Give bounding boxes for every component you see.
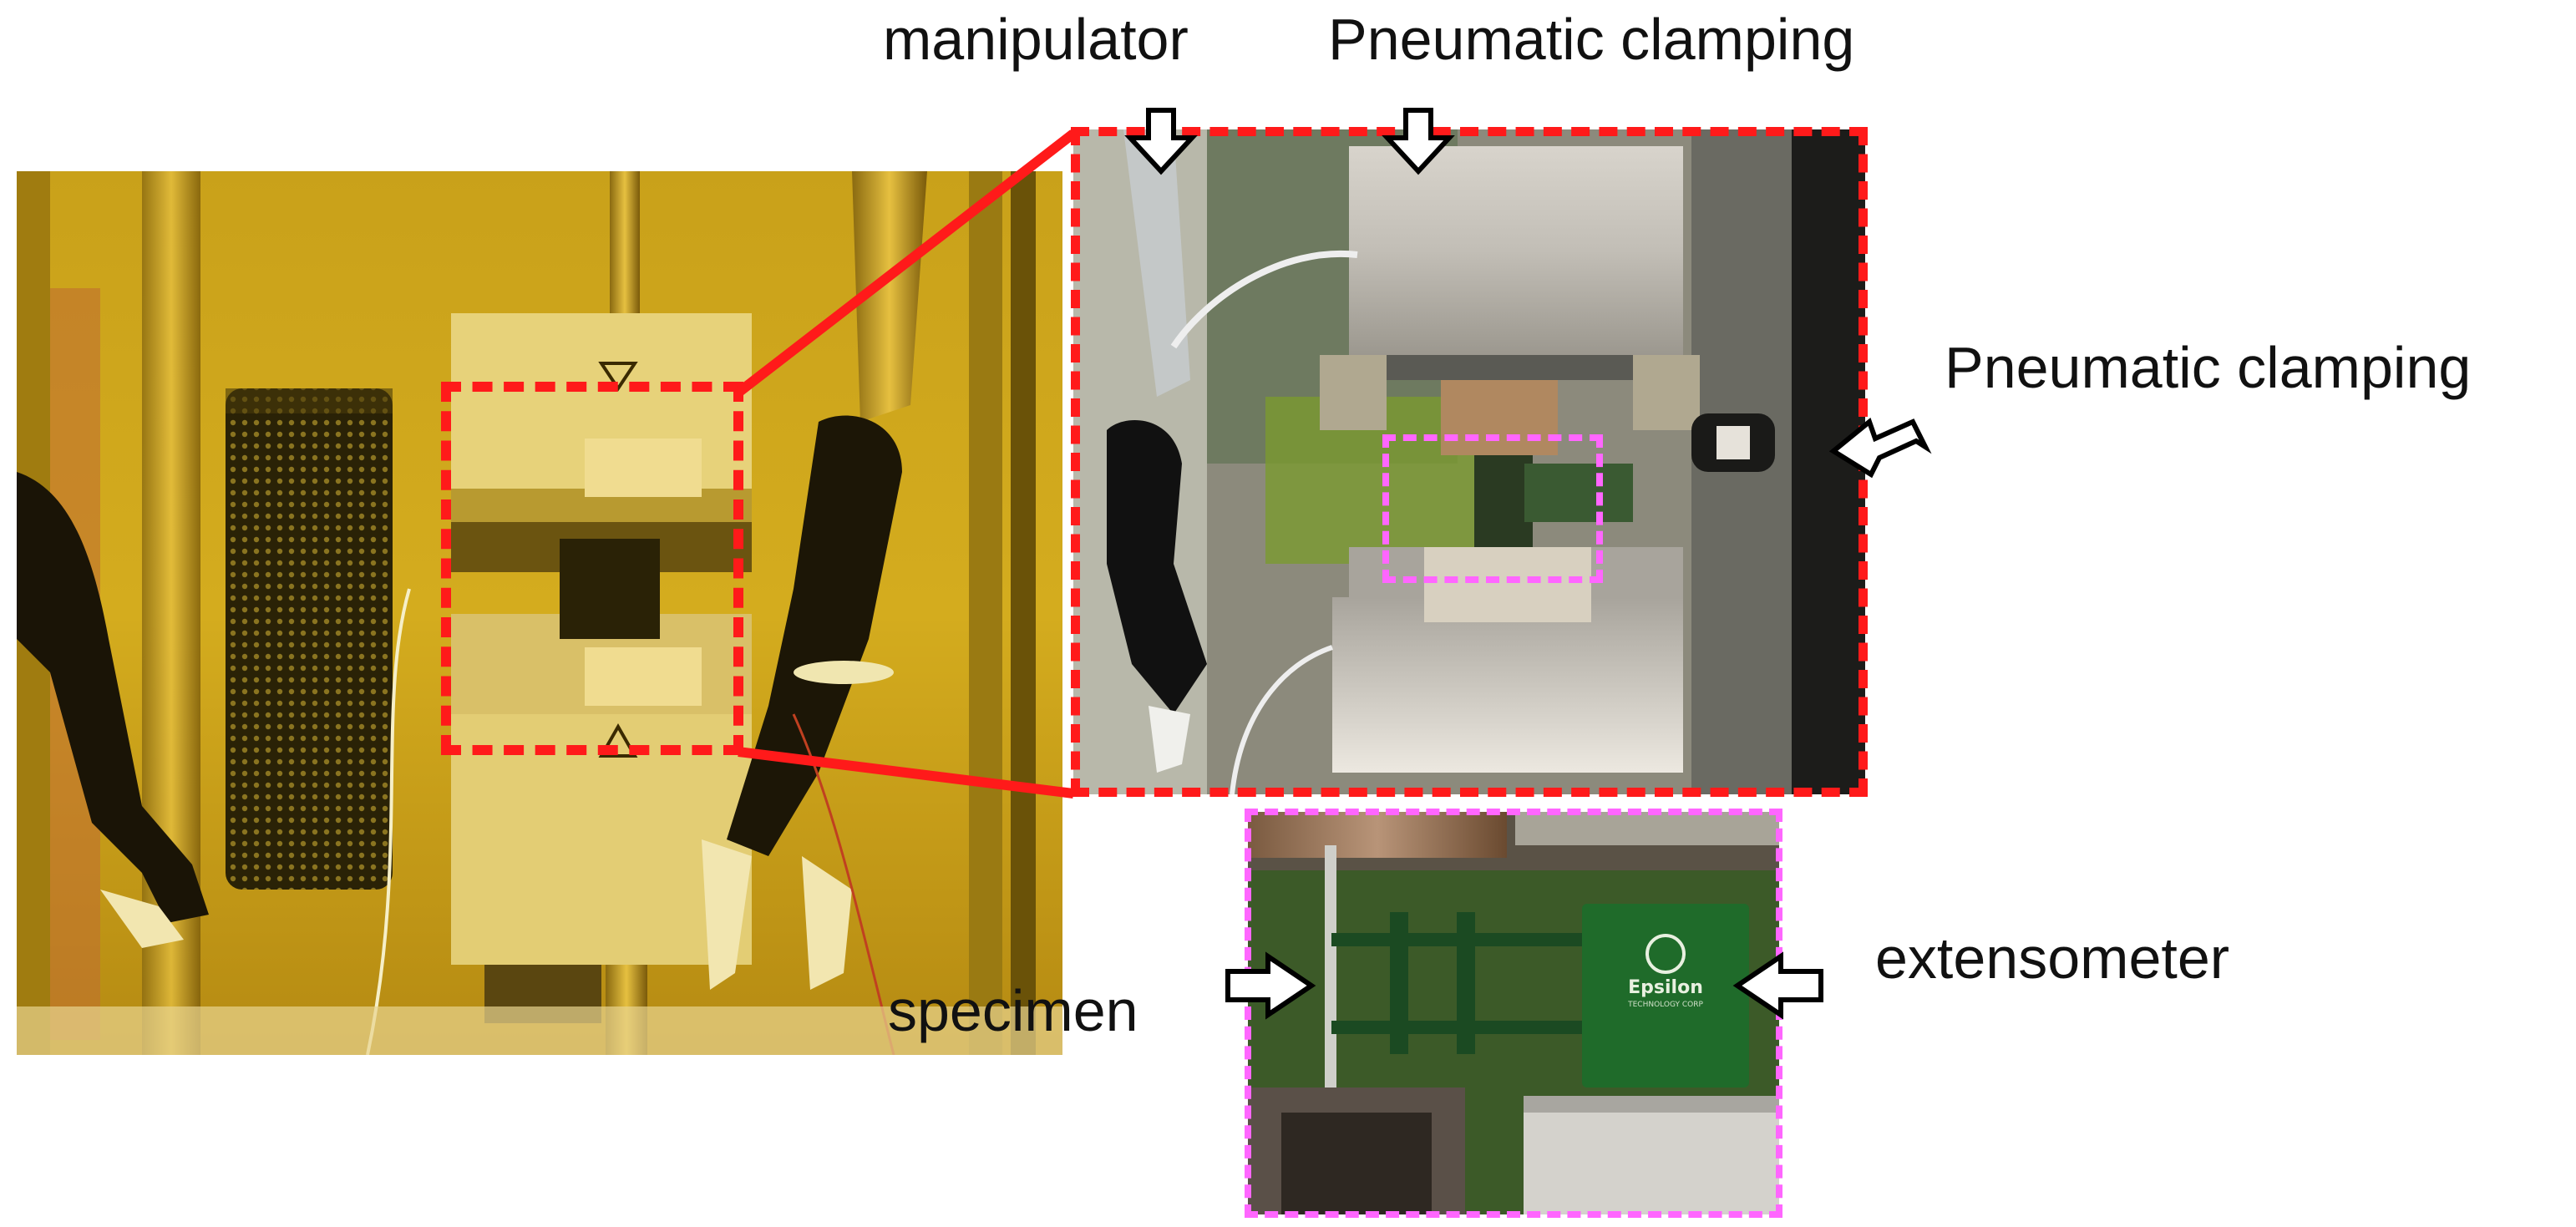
extensometer-detail-photo: Epsilon TECHNOLOGY CORP <box>1248 812 1779 1214</box>
label-pneumatic-clamping-right: Pneumatic clamping <box>1945 335 2472 400</box>
label-pneumatic-clamping-top: Pneumatic clamping <box>1328 7 1855 72</box>
zoom-region-box <box>441 382 743 755</box>
extensometer-detail-frame <box>1245 809 1782 1218</box>
zoomed-clamping-photo <box>1073 129 1865 794</box>
extensometer-region-box <box>1382 434 1603 583</box>
label-manipulator: manipulator <box>883 7 1189 72</box>
label-extensometer: extensometer <box>1875 925 2230 991</box>
extensometer-brand-name: Epsilon <box>1628 977 1703 998</box>
label-specimen: specimen <box>888 978 1138 1043</box>
extensometer-brand-subtitle: TECHNOLOGY CORP <box>1628 1001 1703 1009</box>
